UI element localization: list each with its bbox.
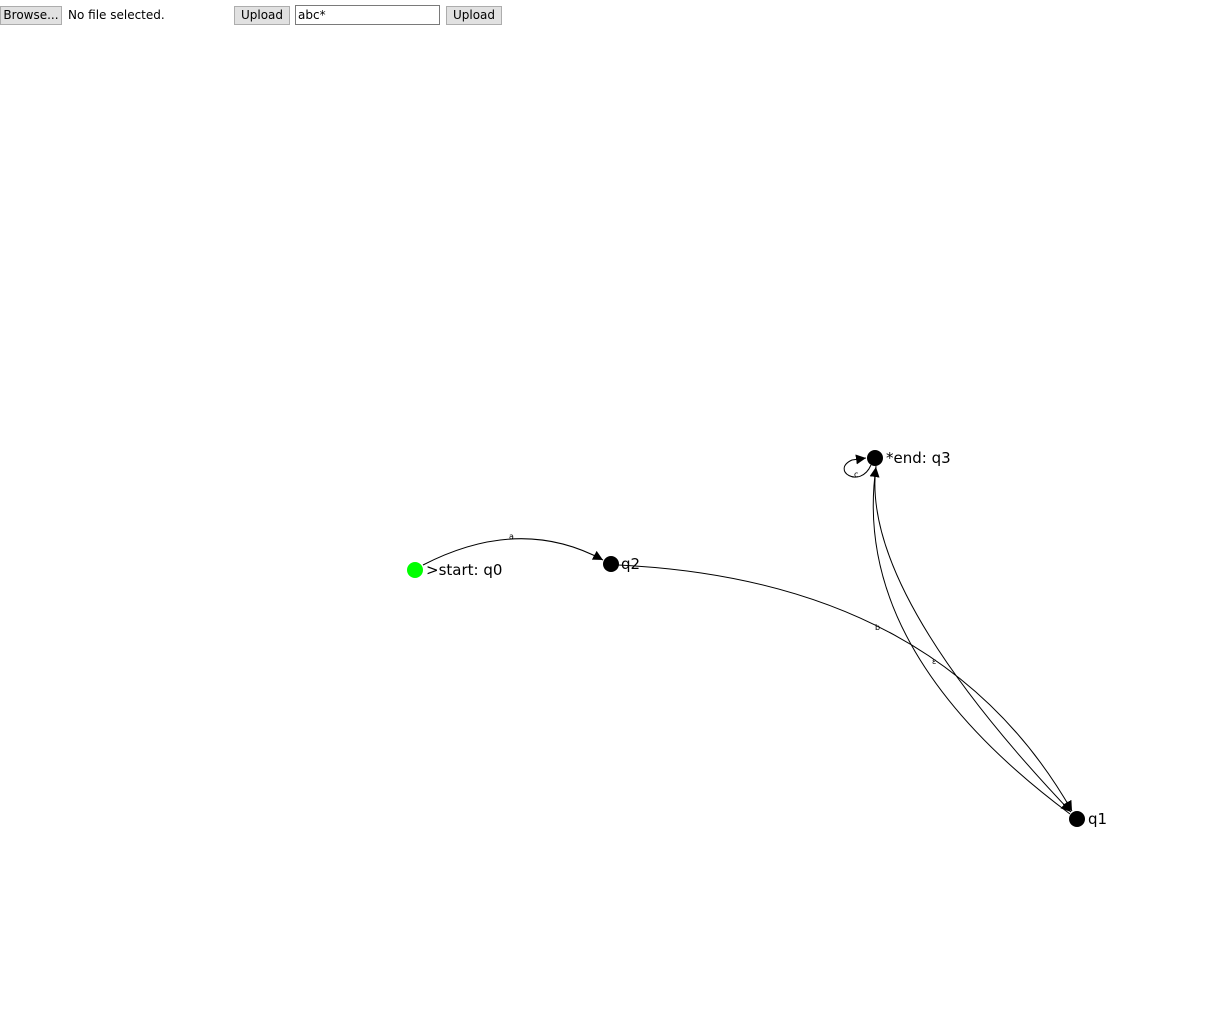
file-status-text: No file selected.: [68, 8, 165, 22]
transition-q3-q1: [874, 465, 1072, 813]
transition-label-q0-q2: a: [509, 532, 514, 541]
state-label-q2: q2: [621, 555, 640, 573]
transition-label-q3-q3: c: [854, 470, 858, 479]
upload-file-button[interactable]: Upload: [234, 6, 290, 25]
transition-label-q2-q1: b: [875, 623, 880, 632]
states: >start: q0 q2 q1 *end: q3: [407, 449, 1107, 828]
regex-input[interactable]: [295, 5, 440, 25]
state-node-q2[interactable]: [603, 556, 619, 572]
browse-button[interactable]: Browse...: [0, 6, 62, 25]
state-label-q1: q1: [1088, 810, 1107, 828]
transition-label-q1-q3: ε: [932, 657, 936, 666]
state-node-q3[interactable]: [867, 450, 883, 466]
state-node-q1[interactable]: [1069, 811, 1085, 827]
state-label-q3: *end: q3: [886, 449, 951, 467]
upload-regex-button[interactable]: Upload: [446, 6, 502, 25]
transition-q3-q3: [843, 454, 872, 478]
transition-q2-q1: [617, 564, 1073, 812]
state-label-q0: >start: q0: [426, 561, 502, 579]
transition-q1-q3: [869, 466, 1071, 815]
toolbar: Browse... No file selected. Upload Uploa…: [0, 0, 1222, 30]
state-node-q0[interactable]: [407, 562, 423, 578]
transition-q0-q2: [422, 538, 604, 566]
transitions: a b ε ε c: [422, 454, 1073, 815]
